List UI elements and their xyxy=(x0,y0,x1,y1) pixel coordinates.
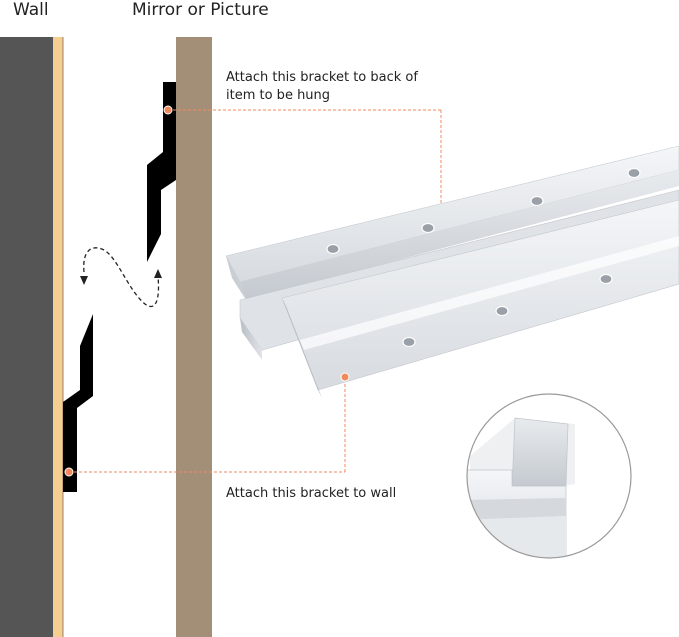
callout-dot-lower xyxy=(64,467,74,477)
callout-upper-text: Attach this bracket to back of item to b… xyxy=(226,69,418,105)
callout-lower-text: Attach this bracket to wall xyxy=(226,486,397,501)
arrow-down-icon xyxy=(80,276,88,285)
lower-bracket xyxy=(63,314,93,492)
motion-arrow-path xyxy=(83,247,160,308)
callout-upper-line2: item to be hung xyxy=(226,88,331,103)
mirror-label: Mirror or Picture xyxy=(132,0,269,20)
callout-upper-line1: Attach this bracket to back of xyxy=(226,70,418,85)
profile-zoom-inset xyxy=(466,393,632,559)
wall xyxy=(0,37,53,637)
wall-edge xyxy=(53,37,63,637)
arrow-up-icon xyxy=(154,269,162,278)
wall-label: Wall xyxy=(13,0,49,20)
upper-bracket xyxy=(147,82,176,262)
callout-dot-rail-lower xyxy=(340,372,350,382)
aluminum-rails xyxy=(225,145,679,398)
mirror-board xyxy=(176,37,212,637)
callout-dot-upper xyxy=(163,105,173,115)
